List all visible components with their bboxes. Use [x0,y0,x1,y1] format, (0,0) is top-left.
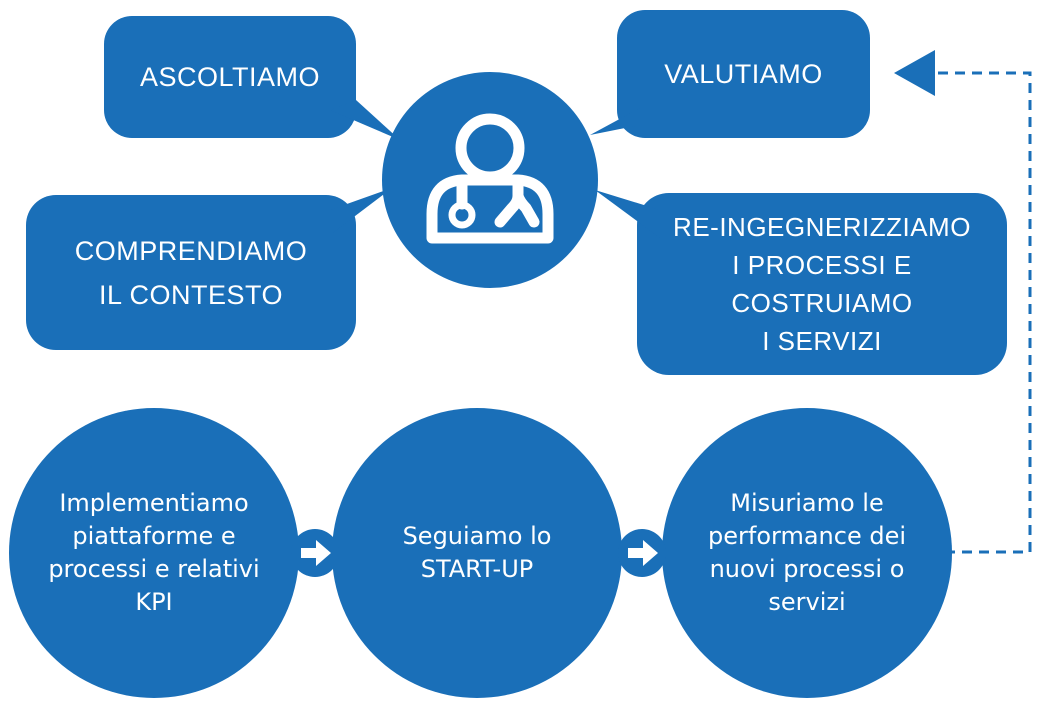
text-line: processi e relativi [48,555,260,583]
label-seguiamo: Seguiamo lo START-UP [337,413,617,693]
text-line: servizi [768,588,846,616]
text-line: piattaforme e [72,522,236,550]
feedback-arrow-head [894,50,935,96]
text-line: Seguiamo lo [402,522,552,550]
label-reingegnerizziamo: RE-INGEGNERIZZIAMO I PROCESSI E COSTRUIA… [637,193,1007,375]
text-line: COMPRENDIAMO [74,235,308,266]
step-circle-seguiamo [332,408,622,698]
text-line: IL CONTESTO [98,279,284,310]
bubble-reingegnerizziamo [595,190,1007,375]
text-line: Implementiamo [59,489,249,517]
text-line: ASCOLTIAMO [139,61,321,92]
lines-valutiamo: VALUTIAMO [664,57,823,92]
bubble-comprendiamo [26,188,392,350]
step-arrow-1 [291,529,339,577]
lines-misuriamo: Misuriamo le performance dei nuovi proce… [708,487,906,619]
step-arrow-2 [618,529,666,577]
label-implementiamo: Implementiamo piattaforme e processi e r… [14,413,294,693]
lines-reingegnerizziamo: RE-INGEGNERIZZIAMO I PROCESSI E COSTRUIA… [673,208,971,360]
lines-seguiamo: Seguiamo lo START-UP [403,520,552,586]
lines-comprendiamo: COMPRENDIAMO IL CONTESTO [75,229,308,317]
label-valutiamo: VALUTIAMO [617,10,870,138]
feedback-dashed-connector [894,50,1032,554]
lines-implementiamo: Implementiamo piattaforme e processi e r… [48,487,259,619]
lines-ascoltiamo: ASCOLTIAMO [140,60,320,95]
text-line: nuovi processi o [709,555,905,583]
bubble-ascoltiamo [104,16,400,140]
text-line: KPI [135,588,173,616]
text-line: I PROCESSI E [732,250,912,280]
label-comprendiamo: COMPRENDIAMO IL CONTESTO [26,195,356,350]
text-line: I SERVIZI [762,326,882,356]
text-line: COSTRUIAMO [731,288,913,318]
text-line: Misuriamo le [730,489,884,517]
doctor-stethoscope-icon [426,113,554,244]
step-circle-misuriamo [662,408,952,698]
label-misuriamo: Misuriamo le performance dei nuovi proce… [667,413,947,693]
label-ascoltiamo: ASCOLTIAMO [104,16,356,138]
bubble-valutiamo [590,10,870,138]
text-line: START-UP [420,555,534,583]
step-circle-implementiamo [9,408,299,698]
text-line: RE-INGEGNERIZZIAMO [673,212,971,242]
text-line: performance dei [708,522,906,550]
text-line: VALUTIAMO [664,58,823,89]
